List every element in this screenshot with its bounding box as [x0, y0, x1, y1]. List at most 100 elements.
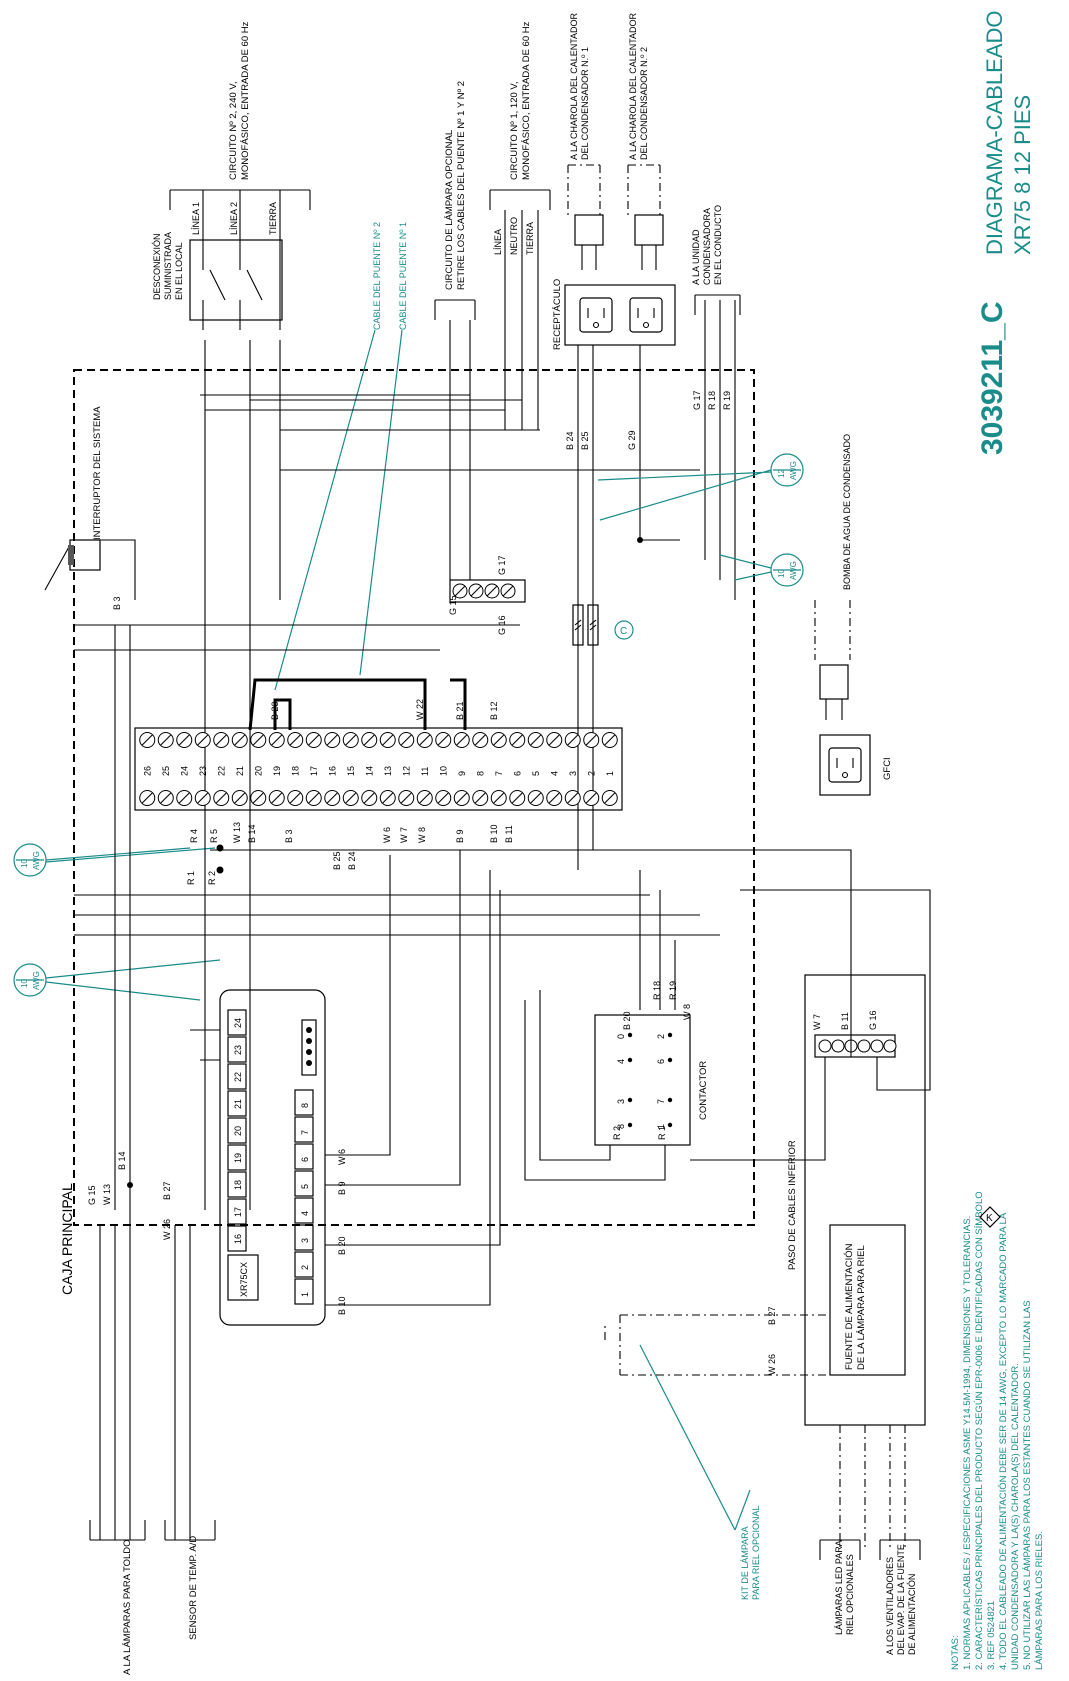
lamp-supply-box: [829, 1224, 906, 1376]
terminal: 5: [527, 732, 544, 806]
awg-tag: 10 AWG: [13, 959, 221, 1001]
outlet-icon: [579, 297, 613, 333]
wire-label: W 26: [767, 1354, 777, 1375]
contactor-terminal: 3: [616, 1097, 633, 1104]
awning-label: A LA LÁMPARAS PARA TOLDO: [122, 1539, 133, 1675]
key-symbol-text: K: [986, 1213, 993, 1224]
svg-text:19: 19: [233, 1153, 243, 1163]
condenser-bracket: [694, 294, 741, 315]
contactor-terminal: 2: [656, 1032, 673, 1039]
fans-label-2: DEL EVAP. DE LA FUENTE: [896, 1544, 906, 1655]
wire-label: R 2: [612, 1126, 622, 1140]
terminal: 12: [398, 732, 415, 806]
contactor-label: CONTACTOR: [698, 1061, 709, 1120]
terminal: 18: [287, 732, 304, 806]
svg-text:2: 2: [300, 1265, 310, 1270]
lamp-circuit-label: CIRCUITO DE LÁMPARA OPCIONAL: [444, 130, 455, 290]
terminal-number: 21: [235, 766, 245, 776]
led-lamps-label: LÁMPARAS LED PARA: [834, 1540, 844, 1635]
controller-terminal: 3: [294, 1224, 314, 1251]
terminal: 7: [490, 732, 507, 806]
svg-text:5: 5: [300, 1184, 310, 1189]
svg-text:4: 4: [616, 1059, 626, 1064]
pump-label: BOMBA DE AGUA DE CONDENSADO: [842, 434, 852, 590]
terminal-number: 11: [420, 767, 430, 776]
wire-label: R 19: [668, 981, 678, 1000]
wire-label: B 10: [489, 824, 499, 843]
fans-label-3: DE ALIMENTACIÓN: [907, 1574, 917, 1655]
svg-text:12: 12: [777, 469, 786, 478]
terminal-number: 2: [586, 771, 596, 776]
wire-label: B 14: [117, 1151, 127, 1170]
controller-model: XR75CX: [239, 1262, 249, 1297]
rail-kit-label-2: PARA RIEL OPCIONAL: [751, 1505, 761, 1600]
disconnect-box: [189, 239, 283, 321]
terminal-number: 22: [216, 766, 226, 776]
terminal-number: 4: [549, 771, 559, 776]
controller-box: [219, 989, 326, 1326]
tray2-label-2: DEL CONDENSADOR N.º 2: [639, 47, 649, 160]
wire-label: W 22: [415, 699, 425, 720]
terminal: 19: [268, 732, 285, 806]
terminal-number: 23: [198, 766, 208, 776]
lamp-supply-label-2: DE LA LÁMPARA PARA RIEL: [856, 1245, 867, 1370]
wire-label: B 24: [565, 431, 575, 450]
terminal-number: 20: [253, 766, 263, 776]
gfci-box: [819, 734, 871, 796]
rail-kit-wires: [604, 1314, 830, 1376]
wire-label: W 8: [682, 1004, 692, 1020]
wire-label: W 7: [812, 1014, 822, 1030]
controller-terminal: 20: [227, 1117, 247, 1144]
controller-terminal: 16: [227, 1225, 247, 1252]
exit-brackets: [819, 1539, 921, 1560]
svg-text:2: 2: [656, 1034, 666, 1039]
controller-terminal: 4: [294, 1197, 314, 1224]
toggle-switch-icon: [44, 539, 136, 600]
awg-tag: 10 AWG: [13, 843, 216, 877]
svg-text:7: 7: [656, 1099, 666, 1104]
wire-label: B 20: [622, 1011, 632, 1030]
wire-label: B 23: [270, 701, 280, 720]
wire-label: W 13: [102, 1184, 112, 1205]
lamp-supply-label: FUENTE DE ALIMENTACIÓN: [844, 1243, 855, 1370]
wire-label: B 27: [162, 1181, 172, 1200]
wire-label: B 12: [489, 701, 499, 720]
controller-led-icon: [301, 1019, 317, 1076]
controller-terminal: 24: [227, 1009, 247, 1036]
diagram-title: DIAGRAMA-CABLEADO: [982, 11, 1007, 256]
junction-dot: [127, 1182, 133, 1188]
terminal: 17: [305, 732, 322, 806]
controller-terminal: 18: [227, 1171, 247, 1198]
controller-terminal: 17: [227, 1198, 247, 1225]
circuit1-label-2: MONOFÁSICO, ENTRADA DE 60 Hz: [521, 21, 532, 180]
svg-text:24: 24: [233, 1018, 243, 1028]
lamp-circuit-bracket: [434, 299, 476, 320]
note-line: 1. NORMAS APLICABLES / ESPECIFICACIONES …: [962, 1216, 973, 1670]
line2-label: LÍNEA 2: [229, 202, 239, 235]
ground-label: TIERRA: [268, 202, 278, 235]
main-box: [73, 369, 755, 1226]
wire-label: W 6: [337, 1149, 347, 1165]
terminal: 14: [361, 732, 378, 806]
outlet-icon: [629, 297, 663, 333]
contactor-terminal: 1: [656, 1122, 673, 1129]
wire-label: R 1: [657, 1126, 667, 1140]
svg-text:AWG: AWG: [789, 561, 798, 580]
wire-label: B 3: [112, 596, 122, 610]
terminal-number: 16: [327, 766, 337, 776]
circuit2-label: CIRCUITO Nº 2, 240 V,: [228, 81, 239, 180]
svg-text:21: 21: [233, 1099, 243, 1109]
lamp-circuit-label-2: RETIRE LOS CABLES DEL PUENTE Nº 1 Y Nº 2: [456, 81, 467, 290]
junction-dot: [216, 866, 224, 874]
contactor-wires: [524, 870, 676, 1181]
wire-label: B 9: [455, 829, 465, 843]
wire-label: R 5: [209, 829, 219, 843]
terminal: 22: [213, 732, 230, 806]
ground-bar: [449, 579, 526, 603]
tray1-label-2: DEL CONDENSADOR N.º 1: [580, 47, 590, 160]
wire-label: G 29: [627, 430, 637, 450]
terminal: 25: [157, 732, 174, 806]
terminal: 23: [194, 732, 211, 806]
tray1-plug-icon: [567, 164, 604, 270]
